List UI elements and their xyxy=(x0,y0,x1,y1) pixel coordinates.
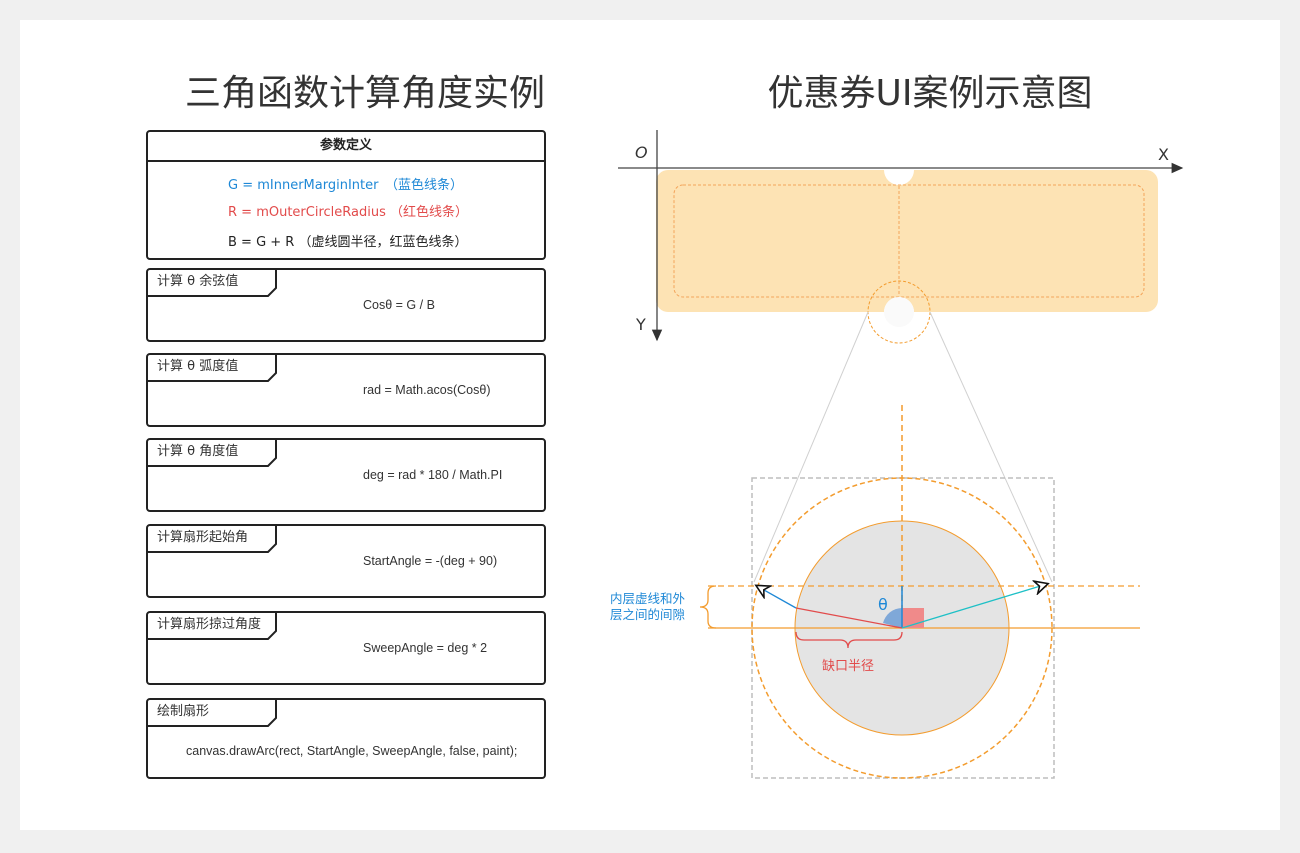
step-label: 计算 θ 余弦值 xyxy=(157,274,239,289)
step-tag-frame xyxy=(148,526,277,553)
step-label: 计算 θ 弧度值 xyxy=(157,359,239,374)
step-tag-frame xyxy=(148,270,277,297)
blue-b-line xyxy=(757,586,797,609)
step-box-draw-arc: 绘制扇形 canvas.drawArc(rect, StartAngle, Sw… xyxy=(146,698,546,779)
notch-highlight xyxy=(884,297,914,327)
step-label: 计算扇形起始角 xyxy=(157,530,249,545)
step-tag-frame xyxy=(148,613,277,640)
step-formula: StartAngle = -(deg + 90) xyxy=(363,554,498,568)
step-box-rad: 计算 θ 弧度值 rad = Math.acos(Cosθ) xyxy=(146,353,546,427)
theta-wedge xyxy=(883,608,902,628)
step-box-sweep-angle: 计算扇形掠过角度 SweepAngle = deg * 2 xyxy=(146,611,546,685)
cyan-b-line xyxy=(901,584,1047,629)
notch-radius-label: 缺口半径 xyxy=(822,659,874,674)
gap-label-line1: 内层虚线和外 xyxy=(610,591,686,606)
step-formula: SweepAngle = deg * 2 xyxy=(363,641,488,655)
left-title: 三角函数计算角度实例 xyxy=(184,73,545,114)
origin-label: O xyxy=(635,143,648,162)
gap-brace xyxy=(699,585,717,629)
diagram-canvas: 三角函数计算角度实例 优惠券UI案例示意图 参数定义 G = mInnerMar… xyxy=(20,20,1280,830)
step-box-deg: 计算 θ 角度值 deg = rad * 180 / Math.PI xyxy=(146,438,546,512)
x-axis-label: X xyxy=(1158,145,1169,164)
parameter-definition-box: 参数定义 G = mInnerMarginInter （蓝色线条） R = mO… xyxy=(146,130,546,260)
param-r-line: R = mOuterCircleRadius （红色线条） xyxy=(228,205,468,220)
red-radius-line xyxy=(795,607,903,629)
step-label: 计算扇形掠过角度 xyxy=(157,617,262,632)
step-box-cos: 计算 θ 余弦值 Cosθ = G / B xyxy=(146,268,546,342)
y-axis-label: Y xyxy=(635,315,646,334)
parameter-definition-header: 参数定义 xyxy=(148,132,544,162)
coupon-shape xyxy=(656,170,1158,312)
notch-radius-brace xyxy=(795,631,903,649)
zoom-line-left xyxy=(753,311,869,583)
step-tag-frame xyxy=(148,440,277,467)
step-tag-frame xyxy=(148,355,277,382)
step-formula: rad = Math.acos(Cosθ) xyxy=(363,383,491,397)
right-title: 优惠券UI案例示意图 xyxy=(767,73,1093,114)
step-formula: deg = rad * 180 / Math.PI xyxy=(363,468,503,482)
step-formula: Cosθ = G / B xyxy=(363,298,435,312)
param-b-line: B = G + R （虚线圆半径，红蓝色线条） xyxy=(228,235,468,250)
step-label: 计算 θ 角度值 xyxy=(157,444,239,459)
step-formula: canvas.drawArc(rect, StartAngle, SweepAn… xyxy=(186,744,518,758)
coupon-inner-dashed-border xyxy=(673,184,1145,298)
param-g-line: G = mInnerMarginInter （蓝色线条） xyxy=(228,178,463,193)
theta-label: θ xyxy=(878,595,888,614)
coupon-diagram: O X Y θ 内层虚线和外 层之间的间隙 缺口半径 xyxy=(610,130,1184,779)
step-box-start-angle: 计算扇形起始角 StartAngle = -(deg + 90) xyxy=(146,524,546,598)
zoom-line-right xyxy=(929,311,1053,583)
step-label: 绘制扇形 xyxy=(157,704,210,719)
step-tag-frame xyxy=(148,700,277,727)
gap-label-line2: 层之间的间隙 xyxy=(610,607,685,622)
